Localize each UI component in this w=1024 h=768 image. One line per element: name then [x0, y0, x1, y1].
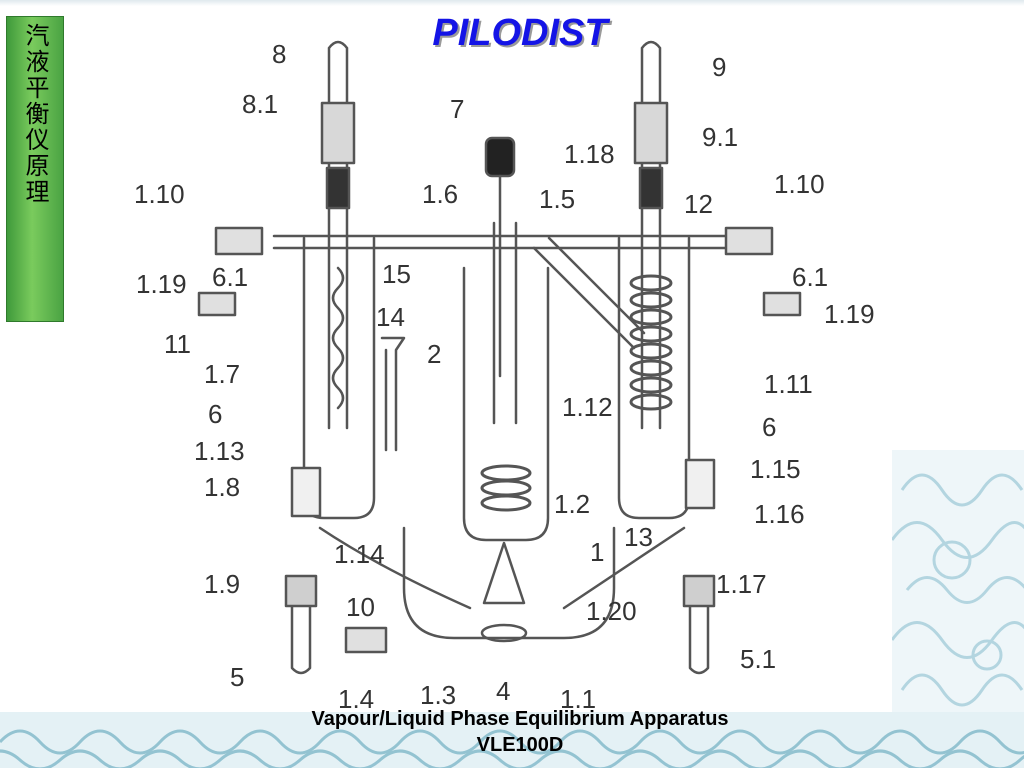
- callout-label: 14: [376, 302, 405, 332]
- top-border-band: [0, 0, 1024, 6]
- left-fitting-1-10: [214, 226, 264, 256]
- callout-label: 7: [450, 94, 464, 124]
- callout-label: 1.4: [338, 684, 374, 710]
- side-tab-text: 汽液平衡仪原理: [21, 23, 49, 205]
- callout-label: 1.7: [204, 359, 240, 389]
- left-outlet-5: [290, 586, 312, 675]
- callout-label: 1.14: [334, 539, 385, 569]
- callout-label: 8.1: [242, 89, 278, 119]
- callout-label: 1.1: [560, 684, 596, 710]
- diagonal-tube: [532, 236, 646, 350]
- wave-decoration-bottom: [0, 712, 1024, 768]
- callout-label: 5.1: [740, 644, 776, 674]
- callout-label: 1.19: [824, 299, 875, 329]
- callout-label: 1.12: [562, 392, 613, 422]
- valve-1-17: [682, 574, 716, 608]
- callout-label: 1.13: [194, 436, 245, 466]
- callout-label: 1.15: [750, 454, 801, 484]
- callout-label: 1.17: [716, 569, 767, 599]
- equilibrium-chamber: [462, 266, 550, 542]
- inner-tube: [492, 221, 518, 425]
- left-coupling: [320, 101, 356, 165]
- callout-label: 1.16: [754, 499, 805, 529]
- callout-label: 4: [496, 676, 510, 706]
- callout-label: 1.20: [586, 596, 637, 626]
- callout-label: 1.10: [134, 179, 185, 209]
- right-fitting-1-10: [724, 226, 774, 256]
- sensor-7: [484, 136, 516, 178]
- side-tab: 汽液平衡仪原理: [6, 16, 64, 322]
- callout-label: 12: [684, 189, 713, 219]
- page-title: PILODIST: [432, 12, 608, 54]
- callout-label: 11: [164, 329, 191, 359]
- right-coupling-lower: [638, 166, 664, 210]
- callout-label: 1.2: [554, 489, 590, 519]
- outer-vessel: [402, 526, 616, 640]
- left-wavy-column: [331, 266, 345, 410]
- left-coupling-lower: [325, 166, 351, 210]
- coil-condenser: [629, 274, 673, 411]
- receiver-1-16: [684, 458, 716, 510]
- funnel: [482, 541, 526, 605]
- callout-label: 8: [272, 39, 286, 69]
- fitting-1-4: [344, 626, 388, 654]
- callout-label: 1.18: [564, 139, 615, 169]
- valve-1-9: [284, 574, 318, 608]
- callout-label: 1.6: [422, 179, 458, 209]
- callout-label: 1.8: [204, 472, 240, 502]
- callout-label: 13: [624, 522, 653, 552]
- right-fitting-1-19: [762, 291, 802, 317]
- callout-label: 5: [230, 662, 244, 692]
- callout-label: 10: [346, 592, 375, 622]
- callout-label: 6.1: [212, 262, 248, 292]
- right-outlet-5-1: [688, 586, 710, 675]
- callout-label: 6: [208, 399, 222, 429]
- callout-label: 1.11: [764, 369, 813, 399]
- callout-label: 6.1: [792, 262, 828, 292]
- callout-label: 1.5: [539, 184, 575, 214]
- bottom-connection: [318, 526, 686, 610]
- heating-element-4: [480, 623, 528, 643]
- callout-label: 6: [762, 412, 776, 442]
- receiver-1-8: [290, 466, 322, 518]
- caption: Vapour/Liquid Phase Equilibrium Apparatu…: [220, 706, 820, 758]
- caption-line-1: Vapour/Liquid Phase Equilibrium Apparatu…: [311, 708, 729, 730]
- callout-label: 9.1: [702, 122, 738, 152]
- callout-label: 1.3: [420, 680, 456, 710]
- callout-label: 1: [590, 537, 604, 567]
- callout-label: 9: [712, 52, 726, 82]
- callout-label: 1.10: [774, 169, 825, 199]
- callout-label: 1.19: [136, 269, 187, 299]
- callout-label: 15: [382, 259, 411, 289]
- callout-label: 1.9: [204, 569, 240, 599]
- left-fitting-1-19: [197, 291, 237, 317]
- top-connection: [272, 234, 736, 250]
- callout-label: 2: [427, 339, 441, 369]
- caption-line-2: VLE100D: [476, 734, 564, 756]
- funnel-14: [380, 336, 406, 452]
- heater-coil: [480, 464, 532, 512]
- right-coupling: [633, 101, 669, 165]
